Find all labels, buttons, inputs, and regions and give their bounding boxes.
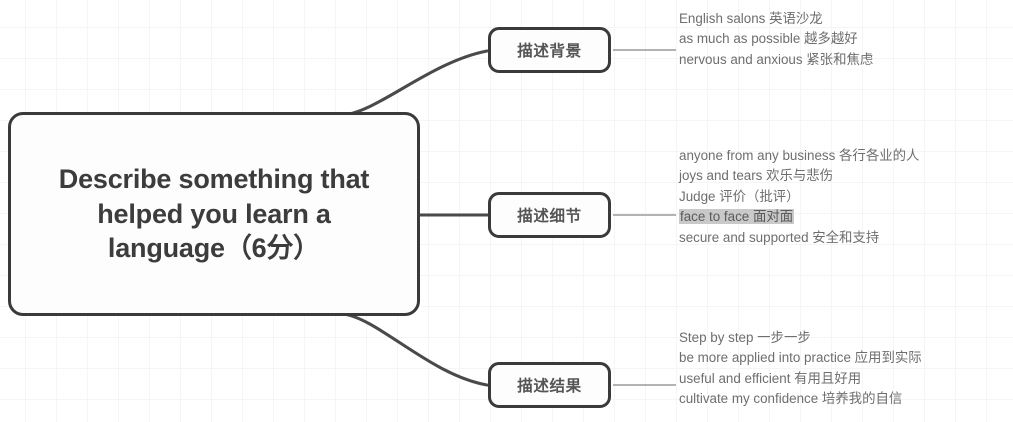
detail-line: joys and tears 欢乐与悲伤 [679, 166, 919, 186]
detail-line: anyone from any business 各行各业的人 [679, 146, 919, 166]
branch-node-label: 描述结果 [517, 378, 582, 395]
detail-line: secure and supported 安全和支持 [679, 228, 919, 248]
detail-line: be more applied into practice 应用到实际 [679, 348, 922, 368]
detail-line: useful and efficient 有用且好用 [679, 369, 922, 389]
detail-line: cultivate my confidence 培养我的自信 [679, 389, 922, 409]
detail-line: Judge 评价（批评） [679, 187, 919, 207]
branch-node-describe-background[interactable]: 描述背景 [488, 27, 611, 73]
detail-line-text: nervous and anxious 紧张和焦虑 [679, 51, 874, 67]
detail-line-text: English salons 英语沙龙 [679, 11, 823, 26]
branch-node-describe-results[interactable]: 描述结果 [488, 362, 611, 408]
detail-line-text: joys and tears 欢乐与悲伤 [679, 168, 834, 184]
detail-line-text: Step by step 一步一步 [679, 330, 811, 345]
central-node[interactable]: Describe something that helped you learn… [8, 112, 420, 316]
detail-line-text: as much as possible 越多越好 [679, 31, 858, 47]
connector-central-to-branch-0 [341, 49, 489, 117]
detail-block-describe-results: Step by step 一步一步 be more applied into pr… [679, 328, 922, 410]
detail-block-describe-details: anyone from any business 各行各业的人 joys and … [679, 146, 919, 248]
branch-node-describe-details[interactable]: 描述细节 [488, 192, 611, 238]
detail-line-text: be more applied into practice 应用到实际 [679, 350, 922, 366]
detail-line: face to face 面对面 [679, 207, 919, 227]
central-node-label: Describe something that helped you learn… [58, 164, 370, 264]
detail-line: English salons 英语沙龙 [679, 9, 873, 29]
detail-line-text: cultivate my confidence 培养我的自信 [679, 391, 903, 407]
branch-node-label: 描述细节 [517, 208, 582, 225]
detail-line-text: Judge 评价（批评） [679, 188, 800, 204]
detail-block-describe-background: English salons 英语沙龙 as much as possible 越… [679, 9, 873, 70]
detail-line-text: secure and supported 安全和支持 [679, 229, 880, 245]
connector-central-to-branch-2 [341, 312, 489, 387]
detail-line-text: anyone from any business 各行各业的人 [679, 148, 920, 163]
branch-node-label: 描述背景 [517, 43, 582, 60]
detail-line-text: useful and efficient 有用且好用 [679, 370, 862, 386]
detail-line: Step by step 一步一步 [679, 328, 922, 348]
detail-line: as much as possible 越多越好 [679, 29, 873, 49]
detail-line: nervous and anxious 紧张和焦虑 [679, 50, 873, 70]
detail-line-text: face to face 面对面 [679, 209, 795, 225]
